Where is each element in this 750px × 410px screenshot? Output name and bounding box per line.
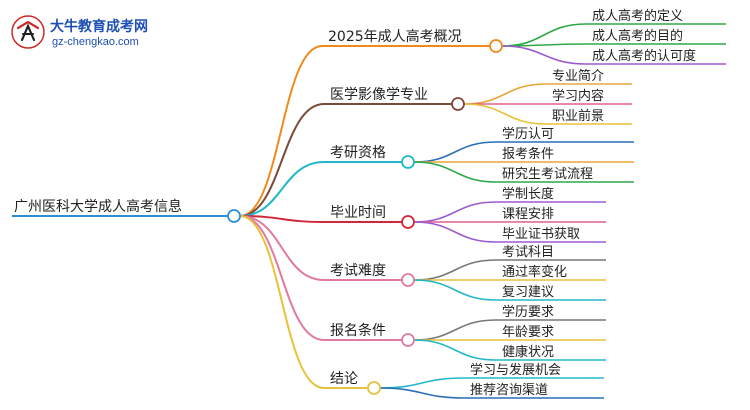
branch-edge <box>239 215 325 223</box>
logo-brand-name: 大牛教育成考网 <box>50 19 148 35</box>
leaf-edge <box>413 161 497 183</box>
root-node-toggle[interactable] <box>227 209 241 223</box>
leaf-node-label: 学历要求 <box>502 304 554 320</box>
leaf-edge <box>413 339 497 361</box>
leaf-node-label: 课程安排 <box>502 207 554 222</box>
leaf-edge <box>463 83 547 105</box>
leaf-node-label: 健康状况 <box>502 344 554 360</box>
leaf-edge <box>501 23 587 47</box>
logo: 大牛教育成考网 gz-chengkao.com <box>10 14 180 54</box>
leaf-edge <box>501 45 587 65</box>
branch-node-toggle[interactable] <box>401 333 415 347</box>
leaf-node-label: 研究生考试流程 <box>502 167 593 182</box>
leaf-node-label: 年龄要求 <box>502 325 554 340</box>
leaf-edge <box>379 387 465 399</box>
leaf-node-label: 推荐咨询渠道 <box>470 383 548 398</box>
logo-emblem-icon <box>11 15 45 49</box>
leaf-edge <box>413 319 497 341</box>
leaf-edge <box>379 377 465 389</box>
branch-node-toggle[interactable] <box>489 39 503 53</box>
branch-edge <box>239 215 325 389</box>
branch-node-toggle[interactable] <box>451 97 465 111</box>
leaf-node-label: 学习与发展机会 <box>470 362 561 378</box>
branch-node-toggle[interactable] <box>401 273 415 287</box>
branch-edge <box>239 103 325 217</box>
branch-node-toggle[interactable] <box>401 215 415 229</box>
leaf-node-label: 学历认可 <box>502 126 554 142</box>
branch-node-label: 考试难度 <box>330 263 386 279</box>
branch-edge <box>239 215 325 341</box>
leaf-node-label: 报考条件 <box>502 146 554 162</box>
leaf-edge <box>413 259 497 281</box>
branch-node-toggle[interactable] <box>401 155 415 169</box>
branch-node-label: 报名条件 <box>330 322 386 339</box>
leaf-edge <box>463 103 547 125</box>
leaf-node-label: 成人高考的认可度 <box>592 48 696 64</box>
branch-node-label: 结论 <box>330 371 358 387</box>
leaf-node-label: 成人高考的目的 <box>592 28 683 44</box>
mind-map-nodes: 广州医科大学成人高考信息 2025年成人高考概况 成人高考的定义成人高考的目的成人高… <box>12 8 726 399</box>
branch-edge <box>239 161 325 217</box>
leaf-node-label: 复习建议 <box>502 285 554 300</box>
branch-node-label: 毕业时间 <box>330 205 386 221</box>
mind-map-edges <box>239 23 587 399</box>
leaf-node-label: 成人高考的定义 <box>592 8 683 24</box>
leaf-node-label: 毕业证书获取 <box>502 227 580 242</box>
leaf-node-label: 职业前景 <box>552 108 604 124</box>
leaf-edge <box>413 201 497 223</box>
branch-edge <box>239 45 323 217</box>
leaf-node-label: 专业简介 <box>552 68 604 84</box>
leaf-node-label: 学习内容 <box>552 88 604 104</box>
leaf-node-label: 考试科目 <box>502 245 554 260</box>
leaf-edge <box>413 279 497 301</box>
root-node-label: 广州医科大学成人高考信息 <box>14 198 182 215</box>
branch-node-label: 考研资格 <box>330 145 386 161</box>
branch-node-toggle[interactable] <box>367 381 381 395</box>
leaf-node-label: 学制长度 <box>502 186 554 202</box>
leaf-edge <box>413 141 497 163</box>
leaf-edge <box>413 221 497 243</box>
branch-edge <box>239 215 325 281</box>
logo-brand-url[interactable]: gz-chengkao.com <box>52 36 139 48</box>
branch-node-label: 医学影像学专业 <box>330 87 428 103</box>
leaf-node-label: 通过率变化 <box>502 264 567 280</box>
branch-node-label: 2025年成人高考概况 <box>328 28 462 45</box>
